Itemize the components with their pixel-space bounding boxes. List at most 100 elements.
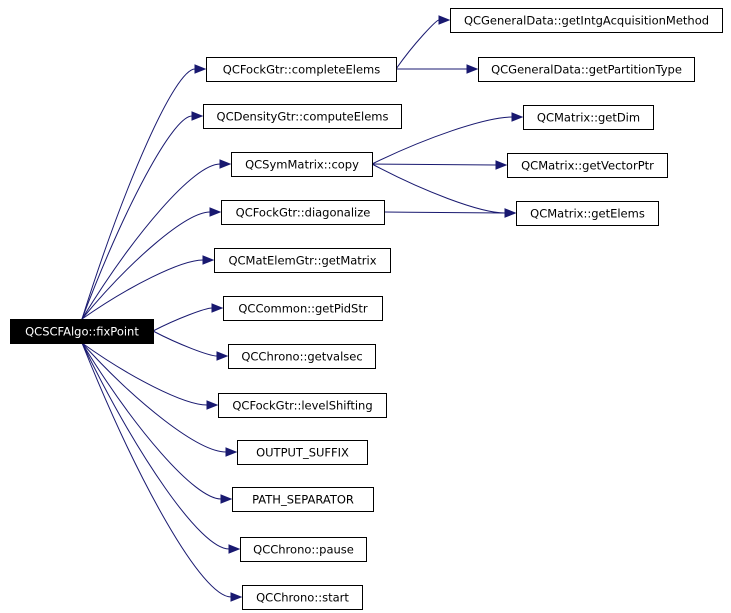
node-box (206, 57, 397, 82)
edge-root-to-getmatrix (81, 255, 215, 320)
edge-line (152, 307, 213, 332)
edge-root-to-copy (81, 159, 232, 320)
node-qcsymmatrix-copy[interactable]: QCSymMatrix::copy (231, 152, 373, 177)
edge-root-to-outputsuffix (81, 342, 238, 457)
arrowhead-icon (438, 15, 451, 25)
node-qcscfalgo-fixpoint[interactable]: QCSCFAlgo::fixPoint (10, 319, 154, 344)
edge-completeelems-to-getpartitiontype (396, 64, 479, 74)
arrowhead-icon (228, 544, 241, 554)
node-label: QCChrono::getvalsec (241, 350, 362, 364)
node-box (218, 393, 387, 418)
arrowhead-icon (504, 208, 517, 218)
edge-root-to-getpidstr (152, 303, 224, 332)
node-qcdensitygtr-computeelems[interactable]: QCDensityGtr::computeElems (203, 104, 402, 129)
node-label: PATH_SEPARATOR (252, 493, 354, 507)
edge-root-to-diagonalize (81, 207, 222, 320)
edge-line (81, 342, 232, 598)
node-qcmatelemgtr-getmatrix[interactable]: QCMatElemGtr::getMatrix (214, 248, 391, 273)
edges-layer (81, 15, 524, 602)
node-qcmatrix-getdim[interactable]: QCMatrix::getDim (523, 105, 654, 130)
node-box (450, 8, 723, 33)
edge-completeelems-to-getintgacq (395, 15, 451, 70)
edge-root-to-getvalsec (152, 330, 229, 361)
node-box (232, 487, 374, 512)
arrowhead-icon (225, 447, 238, 457)
edge-line (152, 330, 218, 357)
arrowhead-icon (202, 255, 215, 265)
edge-line (81, 342, 222, 500)
edge-line (81, 342, 208, 406)
arrowhead-icon (219, 159, 232, 169)
node-box (516, 201, 659, 226)
edge-copy-to-getvectorptr (371, 160, 508, 170)
node-box (223, 296, 383, 321)
node-label: OUTPUT_SUFFIX (256, 446, 349, 460)
arrowhead-icon (191, 111, 204, 121)
arrowhead-icon (209, 207, 222, 217)
arrowhead-icon (511, 112, 524, 122)
node-box (242, 585, 363, 610)
node-box (10, 319, 154, 344)
node-label: QCDensityGtr::computeElems (217, 110, 389, 124)
node-qcchrono-getvalsec[interactable]: QCChrono::getvalsec (228, 344, 376, 369)
node-qcgeneraldata-getintgacquisitionmethod[interactable]: QCGeneralData::getIntgAcquisitionMethod (450, 8, 723, 33)
node-qcchrono-start[interactable]: QCChrono::start (242, 585, 363, 610)
node-qcfockgtr-levelshifting[interactable]: QCFockGtr::levelShifting (218, 393, 387, 418)
node-box (203, 104, 402, 129)
edge-root-to-pause (81, 342, 241, 554)
node-qccommon-getpidstr[interactable]: QCCommon::getPidStr (223, 296, 383, 321)
node-qcmatrix-getelems[interactable]: QCMatrix::getElems (516, 201, 659, 226)
node-box (214, 248, 391, 273)
node-label: QCFockGtr::levelShifting (232, 399, 372, 413)
node-box (237, 440, 368, 465)
node-label: QCMatElemGtr::getMatrix (228, 254, 376, 268)
edge-line (383, 211, 506, 214)
node-label: QCChrono::pause (253, 543, 354, 557)
nodes-layer: QCSCFAlgo::fixPoint QCFockGtr::completeEl… (10, 8, 723, 610)
node-output-suffix[interactable]: OUTPUT_SUFFIX (237, 440, 368, 465)
node-label: QCChrono::start (256, 591, 349, 605)
edge-copy-to-getelems (371, 163, 517, 218)
edge-diagonalize-to-getelems (383, 208, 517, 218)
edge-line (371, 116, 513, 165)
node-label: QCMatrix::getVectorPtr (521, 159, 654, 173)
arrowhead-icon (495, 160, 508, 170)
edge-line (395, 19, 440, 70)
node-qcgeneraldata-getpartitiontype[interactable]: QCGeneralData::getPartitionType (478, 57, 695, 82)
node-qcfockgtr-completeelems[interactable]: QCFockGtr::completeElems (206, 57, 397, 82)
node-label: QCCommon::getPidStr (238, 302, 367, 316)
node-label: QCFockGtr::diagonalize (236, 206, 371, 220)
edge-line (81, 259, 204, 320)
edge-root-to-pathseparator (81, 342, 233, 504)
node-label: QCMatrix::getDim (537, 111, 640, 125)
node-label: QCFockGtr::completeElems (223, 63, 380, 77)
arrowhead-icon (194, 64, 207, 74)
edge-line (81, 342, 230, 550)
node-box (523, 105, 654, 130)
edge-root-to-computeelems (81, 111, 204, 320)
edge-copy-to-getdim (371, 112, 524, 165)
edge-root-to-completeelems (81, 64, 207, 320)
node-label: QCSCFAlgo::fixPoint (25, 325, 139, 339)
node-box (221, 200, 385, 225)
edge-line (81, 115, 193, 320)
node-label: QCGeneralData::getPartitionType (491, 63, 682, 77)
edge-line (81, 342, 227, 453)
edge-root-to-start (81, 342, 243, 602)
edge-line (371, 163, 506, 214)
node-path-separator[interactable]: PATH_SEPARATOR (232, 487, 374, 512)
node-box (507, 153, 668, 178)
arrowhead-icon (216, 351, 229, 361)
node-label: QCMatrix::getElems (530, 207, 645, 221)
arrowhead-icon (466, 64, 479, 74)
node-qcchrono-pause[interactable]: QCChrono::pause (240, 537, 367, 562)
node-qcmatrix-getvectorptr[interactable]: QCMatrix::getVectorPtr (507, 153, 668, 178)
node-qcfockgtr-diagonalize[interactable]: QCFockGtr::diagonalize (221, 200, 385, 225)
edge-root-to-levelshifting (81, 342, 219, 410)
node-label: QCGeneralData::getIntgAcquisitionMethod (464, 14, 709, 28)
arrowhead-icon (220, 494, 233, 504)
arrowhead-icon (211, 303, 224, 313)
node-box (228, 344, 376, 369)
edge-line (81, 211, 211, 320)
